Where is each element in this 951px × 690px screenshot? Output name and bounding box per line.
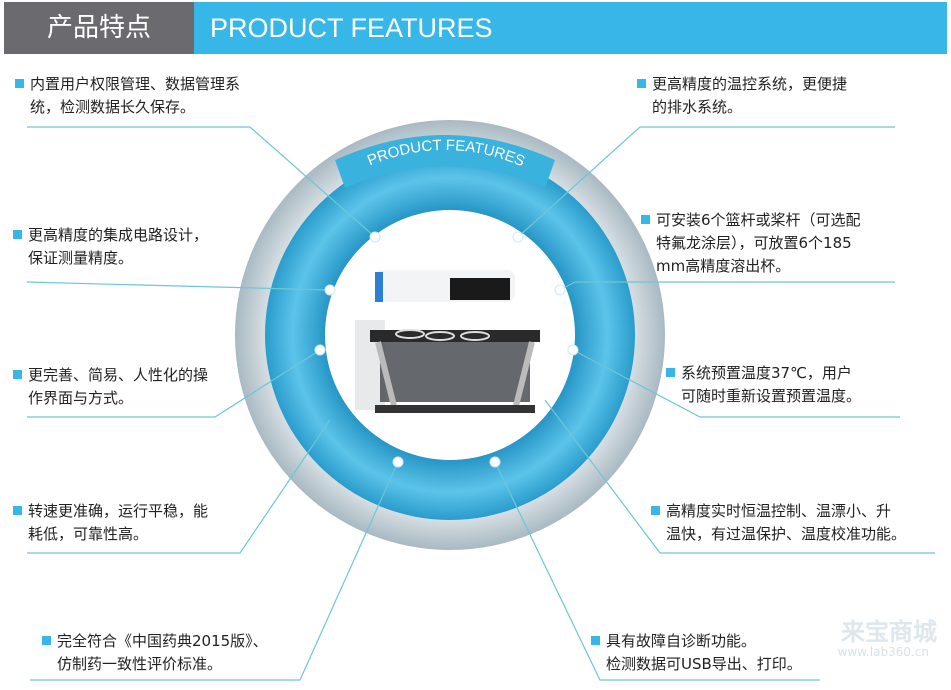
feature-left-5: 完全符合《中国药典2015版》、仿制药一致性评价标准。: [42, 630, 268, 676]
header-title-en: PRODUCT FEATURES: [194, 2, 947, 54]
feature-text: 可随时重新设置预置温度。: [681, 387, 862, 405]
ring-banner: [335, 135, 555, 188]
product-image: [355, 270, 540, 413]
feature-text: 耗低，可靠性高。: [28, 525, 149, 543]
header-title-cn: 产品特点: [4, 2, 194, 54]
feature-right-4: 高精度实时恒温控制、温漂小、升温快，有过温保护、温度校准功能。: [651, 500, 907, 546]
feature-text: 温快，有过温保护、温度校准功能。: [666, 525, 907, 543]
feature-left-1: 内置用户权限管理、数据管理系统，检测数据长久保存。: [15, 73, 241, 119]
connector-lines: [26, 126, 935, 681]
feature-text: 统，检测数据长久保存。: [30, 98, 196, 116]
feature-left-4: 转速更准确，运行平稳，能耗低，可靠性高。: [13, 500, 209, 546]
feature-text: 完全符合《中国药典2015版》、: [57, 632, 268, 650]
feature-text: 更高精度的集成电路设计，: [28, 226, 209, 244]
feature-right-5: 具有故障自诊断功能。检测数据可USB导出、打印。: [591, 630, 802, 676]
feature-text: 的排水系统。: [652, 98, 743, 116]
feature-text: 更高精度的温控系统，更便捷: [652, 75, 848, 93]
feature-text: 作界面与方式。: [28, 389, 134, 407]
feature-left-2: 更高精度的集成电路设计， 保证测量精度。: [13, 224, 209, 270]
feature-right-2: 可安装6个篮杆或桨杆（可选配特氟龙涂层），可放置6个185 mm高精度溶出杯。: [641, 209, 861, 278]
feature-text: 内置用户权限管理、数据管理系: [30, 75, 241, 93]
watermark-logo: 来宝商城: [841, 618, 937, 646]
feature-text: 转速更准确，运行平稳，能: [28, 502, 209, 520]
feature-text: 系统预置温度37℃，用户: [681, 364, 852, 382]
feature-right-1: 更高精度的温控系统，更便捷的排水系统。: [637, 73, 848, 119]
feature-text: 可安装6个篮杆或桨杆（可选配: [656, 211, 861, 229]
feature-text: 仿制药一致性评价标准。: [57, 655, 223, 673]
feature-text: 特氟龙涂层），可放置6个185: [656, 234, 852, 252]
feature-right-3: 系统预置温度37℃，用户可随时重新设置预置温度。: [666, 362, 862, 408]
feature-text: 保证测量精度。: [28, 249, 134, 267]
feature-text: 检测数据可USB导出、打印。: [606, 655, 802, 673]
feature-text: 具有故障自诊断功能。: [606, 632, 757, 650]
feature-text: 高精度实时恒温控制、温漂小、升: [666, 502, 892, 520]
feature-text: 更完善、简易、人性化的操: [28, 366, 209, 384]
feature-text: mm高精度溶出杯。: [656, 257, 791, 275]
feature-left-3: 更完善、简易、人性化的操作界面与方式。: [13, 364, 209, 410]
watermark-url: www.lab360.cn: [837, 645, 929, 659]
ring-dots: [314, 231, 579, 468]
